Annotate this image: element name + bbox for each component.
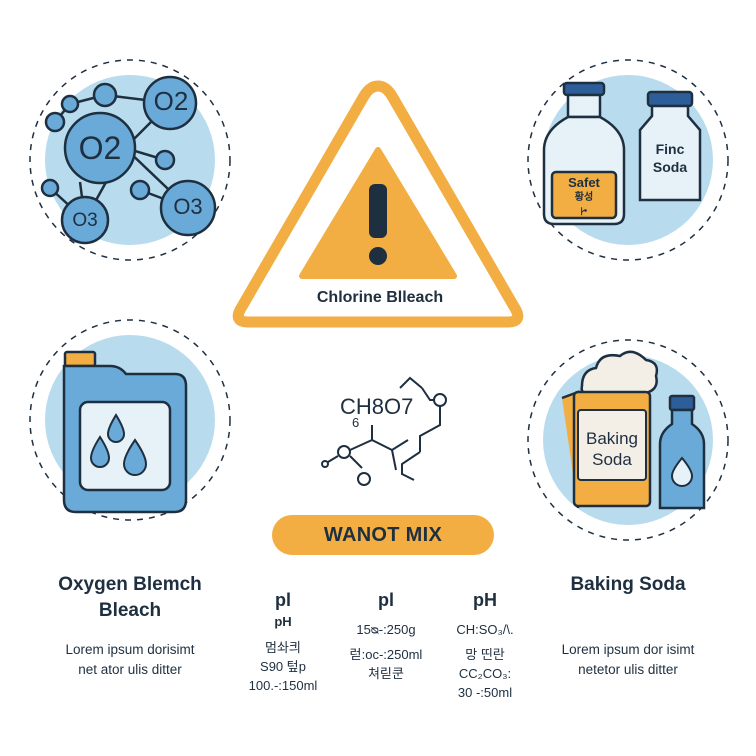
- ph-column-2-line-2: 럳:oc-:250ml: [349, 647, 423, 662]
- box-label-line-1: Finc: [655, 141, 685, 157]
- ph-column-1-heading: pl: [275, 590, 291, 610]
- mix-warning-banner: WANOT MIX: [272, 515, 494, 555]
- oxygen-bleach-title: Oxygen Blemch Bleach: [20, 572, 240, 624]
- molecule-label-o2-small: O2: [153, 86, 189, 116]
- ph-column-3-line-3: CC₂CO₃:: [458, 666, 512, 681]
- ph-column-3: pH CH:SO₃/\. 망 띤란 CC₂CO₃: 30 -:50ml: [440, 588, 530, 702]
- baking-soda-icon: [527, 339, 729, 541]
- baking-soda-box-label-line-1: Baking: [586, 429, 638, 448]
- oxygen-molecule-icon: [29, 59, 231, 261]
- ph-column-1-sub: pH: [274, 614, 292, 629]
- bleach-jug-icon: [29, 319, 231, 521]
- ph-column-3-line-4: 30 -:50ml: [457, 685, 513, 700]
- oxygen-bleach-description: Lorem ipsum dorisimt net ator ulis ditte…: [20, 640, 240, 680]
- chemical-structure-icon: [321, 376, 447, 486]
- bottles-icon: [527, 59, 729, 261]
- oxygen-desc-line-2: net ator ulis ditter: [78, 662, 182, 677]
- bottle-label-line-1: Safet: [568, 175, 600, 190]
- ph-column-1-line-3: 100.-:150ml: [248, 678, 318, 693]
- warning-triangle-icon: [232, 80, 524, 328]
- box-label: Finc Soda: [642, 140, 698, 176]
- ph-column-3-heading: pH: [473, 590, 497, 610]
- baking-desc-line-1: Lorem ipsum dor isimt: [561, 642, 695, 657]
- warning-label: Chlorine Blleach: [316, 289, 444, 306]
- oxygen-bleach-title-line-2: Bleach: [98, 600, 162, 621]
- molecule-label-o2-large: O2: [78, 130, 122, 166]
- bottle-label: Safet 황성 ꔵ: [552, 175, 616, 220]
- chemical-formula-subscript: 6: [352, 415, 360, 430]
- baking-soda-description: Lorem ipsum dor isimt netetor ulis ditte…: [520, 640, 736, 680]
- baking-soda-box-label: Baking Soda: [578, 428, 646, 470]
- oxygen-bleach-title-line-1: Oxygen Blemch: [58, 574, 202, 595]
- ph-column-3-line-2: 망 띤란: [465, 647, 505, 662]
- ph-column-2-line-3: 쳐릳쿤: [368, 666, 404, 681]
- ph-column-1-line-2: S90 텊p: [260, 659, 306, 674]
- bottle-label-line-2: 황성: [574, 192, 594, 203]
- molecule-label-o3-left: O3: [72, 210, 98, 231]
- baking-soda-box-label-line-2: Soda: [592, 450, 632, 469]
- chemical-formula: CH8O7: [340, 394, 414, 419]
- mix-warning-text: WANOT MIX: [323, 523, 443, 546]
- ph-column-2-heading: pl: [378, 590, 394, 610]
- molecule-label-o3-right: O3: [173, 194, 203, 219]
- ph-column-3-line-1: CH:SO₃/\.: [456, 622, 514, 637]
- ph-column-2-line-1: 15ᴓ-:250g: [356, 622, 416, 637]
- ph-column-2: pl 15ᴓ-:250g 럳:oc-:250ml 쳐릳쿤: [340, 588, 432, 683]
- baking-desc-line-2: netetor ulis ditter: [578, 662, 678, 677]
- baking-soda-title: Baking Soda: [570, 574, 686, 595]
- bottle-label-line-3: ꔵ: [580, 207, 588, 218]
- oxygen-desc-line-1: Lorem ipsum dorisimt: [65, 642, 195, 657]
- ph-column-1-line-1: 멈솨킈: [265, 640, 301, 655]
- box-label-line-2: Soda: [652, 159, 688, 175]
- ph-column-1: pl pH 멈솨킈 S90 텊p 100.-:150ml: [238, 588, 328, 695]
